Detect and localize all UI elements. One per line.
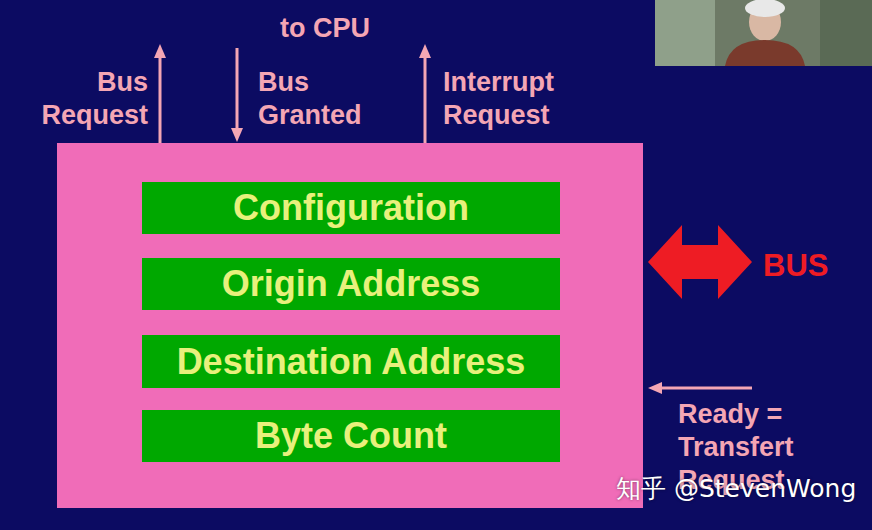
arrow-head [231, 128, 243, 142]
bus-granted-arrow [236, 48, 239, 130]
cpu-label: to CPU [250, 12, 400, 45]
webcam-image [655, 0, 872, 66]
register-bar: Origin Address [142, 258, 560, 310]
signal-name: Interrupt Request [443, 66, 593, 132]
bus-label: BUS [763, 247, 853, 285]
register-bar: Configuration [142, 182, 560, 234]
webcam-sweater [725, 40, 805, 66]
signal-name: Bus Granted [258, 66, 398, 132]
webcam-hair [745, 0, 785, 17]
webcam-window [655, 0, 715, 66]
interrupt-request-arrow [424, 56, 427, 143]
arrow-head [419, 44, 431, 58]
signal-name: Bus Request [10, 66, 148, 132]
register-name: Destination Address [177, 342, 526, 382]
webcam-plant [820, 0, 872, 66]
arrow-head [154, 44, 166, 58]
bus-double-arrow [648, 225, 752, 299]
register-name: Configuration [233, 188, 469, 228]
cpu-arrows [154, 44, 752, 394]
watermark: 知乎 @StevenWong [616, 474, 866, 505]
arrow-head [648, 382, 662, 394]
register-name: Origin Address [222, 264, 481, 304]
webcam-frame [655, 0, 872, 66]
register-name: Byte Count [255, 416, 447, 456]
bus-request-arrow [159, 56, 162, 143]
register-bar: Destination Address [142, 335, 560, 388]
dma-controller-box: ConfigurationOrigin AddressDestination A… [57, 143, 643, 508]
register-bar: Byte Count [142, 410, 560, 462]
ready-arrow [660, 387, 752, 390]
